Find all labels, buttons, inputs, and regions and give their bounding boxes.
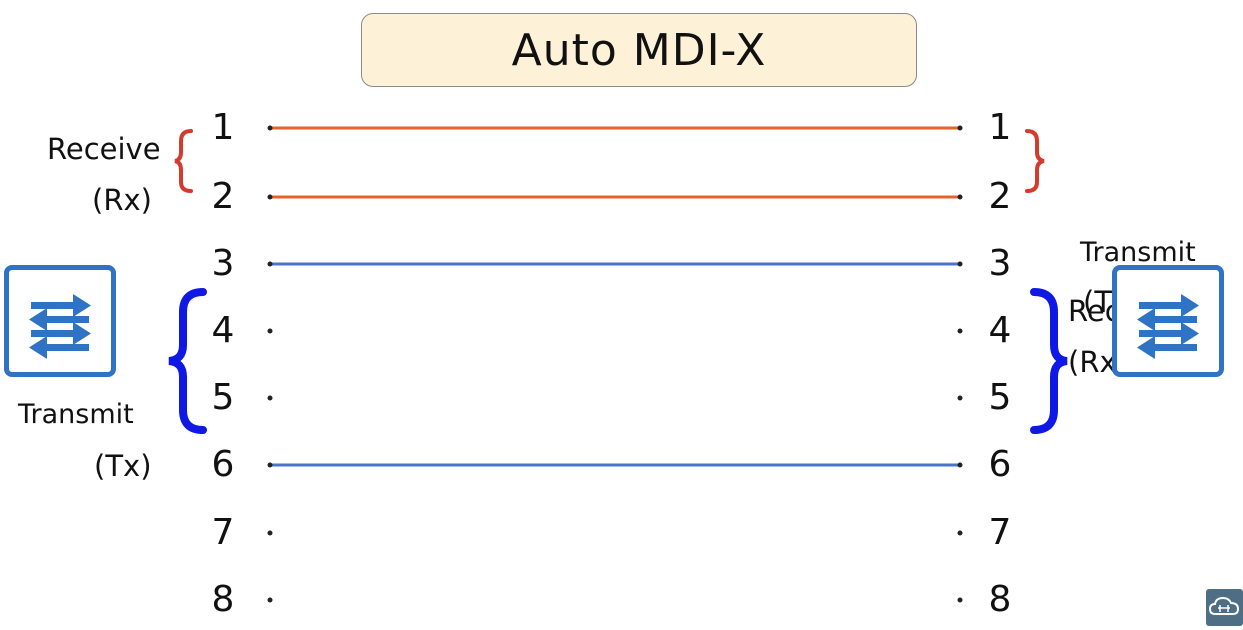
left-receive-abbr: (Rx) — [92, 183, 152, 217]
right-pin-8: 8 — [988, 579, 1012, 620]
left-pin-6: 6 — [211, 444, 235, 485]
diagram-title: Auto MDI-X — [361, 13, 917, 87]
left-pin-3: 3 — [211, 243, 235, 284]
left-receive-brace — [174, 129, 193, 193]
left-pin-4: 4 — [211, 310, 235, 351]
left-transmit-brace — [168, 288, 207, 434]
right-transmit-label: Transmit — [1080, 237, 1196, 268]
left-pin-dots — [267, 125, 273, 603]
right-pin-4: 4 — [988, 310, 1012, 351]
right-pin-6: 6 — [988, 444, 1012, 485]
right-switch-icon — [1112, 265, 1224, 377]
left-pin-2: 2 — [211, 176, 235, 217]
right-pin-1: 1 — [988, 107, 1012, 148]
right-pin-dots — [957, 125, 963, 603]
right-receive-abbr: (Rx — [1068, 345, 1117, 379]
right-receive-label: Rec — [1068, 294, 1121, 328]
right-transmit-abbr: (T — [1083, 285, 1113, 319]
cloud-network-icon — [1206, 589, 1243, 626]
left-pin-8: 8 — [211, 579, 235, 620]
left-pin-5: 5 — [211, 377, 235, 418]
left-receive-label: Receive — [47, 132, 161, 166]
left-transmit-abbr: (Tx) — [94, 449, 152, 483]
right-pin-5: 5 — [988, 377, 1012, 418]
right-pin-7: 7 — [988, 512, 1012, 553]
right-transmit-brace — [1030, 288, 1068, 434]
left-pin-1: 1 — [211, 107, 235, 148]
left-pin-7: 7 — [211, 512, 235, 553]
left-transmit-label: Transmit — [18, 399, 134, 430]
right-receive-brace — [1025, 129, 1045, 193]
left-switch-icon — [4, 265, 116, 377]
right-pin-3: 3 — [988, 243, 1012, 284]
right-pin-2: 2 — [988, 176, 1012, 217]
